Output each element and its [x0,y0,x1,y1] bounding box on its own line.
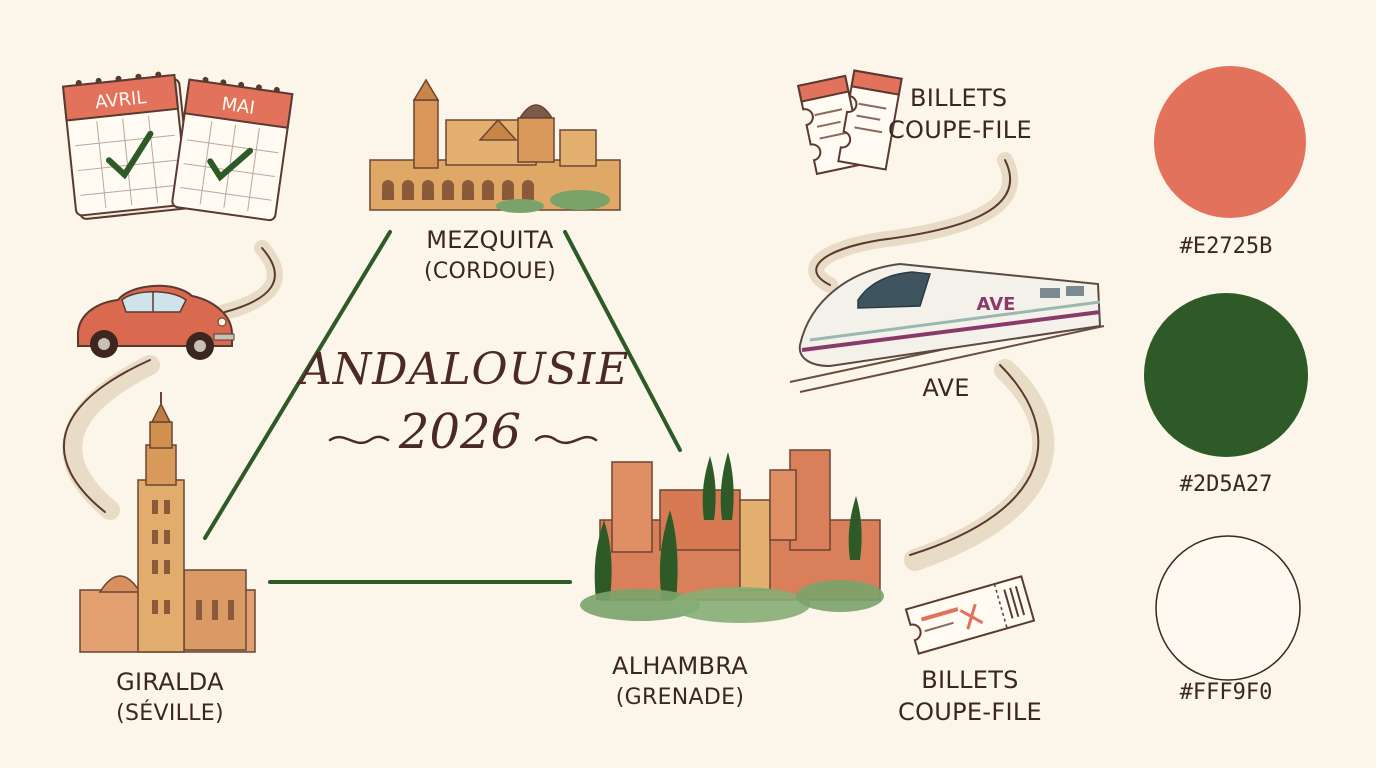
giralda-city: (SÉVILLE) [116,701,224,726]
giralda-name: GIRALDA [116,668,224,696]
route-mezquita-giralda [203,230,392,540]
page-title: ANDALOUSIE 2026 [300,340,630,464]
label-tickets-top: BILLETS COUPE-FILE [888,82,1058,146]
swatch-green-label: #2D5A27 [1179,472,1273,497]
color-palette [1144,66,1308,681]
calendar-avril-icon: AVRIL [61,71,193,220]
calendar-mai-icon: MAI [171,76,294,222]
mezquita-city: (CORDOUE) [423,259,557,284]
route-triangle [203,230,682,584]
route-mezquita-alhambra [563,230,682,452]
title-line-2: 2026 [398,404,522,460]
connector-swooshes [62,152,1055,571]
car-icon [77,284,235,360]
tickets-bottom-line-1: BILLETS [921,666,1019,694]
train-logo: AVE [977,294,1016,315]
mezquita-name: MEZQUITA [426,226,554,254]
mezquita-illustration [369,78,621,213]
alhambra-city: (GRENADE) [615,685,745,710]
ticket-top-icon [797,69,903,176]
label-mezquita: MEZQUITA (CORDOUE) [390,224,590,288]
label-alhambra: ALHAMBRA (GRENADE) [580,650,780,714]
swatch-green [1144,293,1308,457]
swoosh-train-ticket [904,359,1055,571]
calendar-month-mai: MAI [220,94,256,119]
title-line-1: ANDALOUSIE [300,344,630,395]
swatch-terracotta [1154,66,1306,218]
train-icon: AVE [789,262,1105,393]
title-flourish [328,435,598,445]
label-train: AVE [922,374,970,402]
alhambra-illustration [580,449,884,623]
tickets-top-line-1: BILLETS [910,84,1008,112]
tickets-top-line-2: COUPE-FILE [888,116,1032,144]
ticket-bottom-icon [904,575,1036,655]
swoosh-car-giralda [62,355,160,520]
alhambra-name: ALHAMBRA [612,652,748,680]
swatch-terracotta-label: #E2725B [1179,234,1273,259]
giralda-illustration [79,392,256,653]
label-tickets-bottom: BILLETS COUPE-FILE [880,664,1060,728]
tickets-bottom-line-2: COUPE-FILE [898,698,1042,726]
swatch-cream-label: #FFF9F0 [1179,680,1273,705]
swatch-cream [1155,535,1301,681]
label-giralda: GIRALDA (SÉVILLE) [70,666,270,730]
